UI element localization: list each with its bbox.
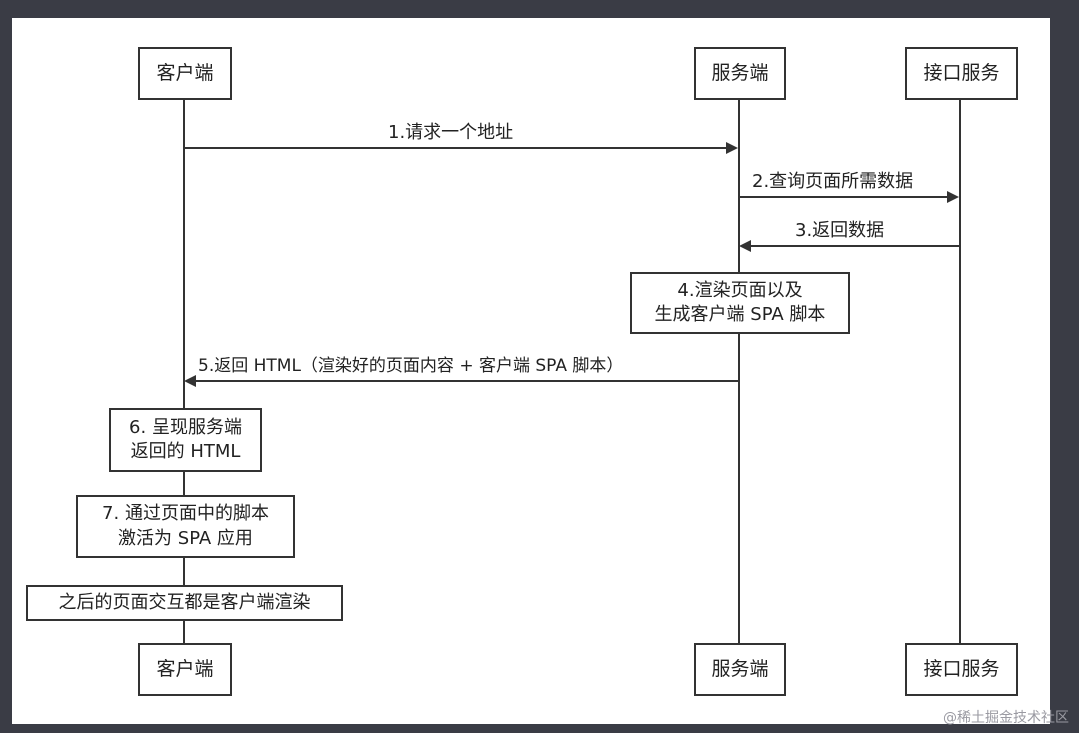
note-render-page-line2: 生成客户端 SPA 脚本 (654, 304, 826, 325)
message-5-label: 5.返回 HTML（渲染好的页面内容 + 客户端 SPA 脚本） (198, 356, 624, 376)
client-participant-bottom: 客户端 (138, 643, 232, 696)
message-1-arrowhead (726, 142, 738, 154)
server-participant-bottom: 服务端 (694, 643, 786, 696)
server-lifeline (738, 100, 740, 666)
watermark: @稀土掘金技术社区 (943, 710, 1069, 726)
message-3-line (750, 245, 960, 247)
server-participant-bottom-label: 服务端 (711, 657, 769, 680)
api-participant-top: 接口服务 (905, 47, 1018, 100)
note-present-html-line2: 返回的 HTML (130, 441, 241, 462)
message-5-arrowhead (184, 375, 196, 387)
note-activate-spa-line2: 激活为 SPA 应用 (118, 527, 253, 549)
message-2-arrowhead (947, 191, 959, 203)
note-present-html-line1: 6. 呈现服务端 (129, 416, 242, 438)
note-activate-spa-line1: 7. 通过页面中的脚本 (102, 503, 269, 525)
api-participant-bottom-label: 接口服务 (923, 657, 1000, 680)
api-participant-bottom: 接口服务 (905, 643, 1018, 696)
sequence-diagram: 客户端 服务端 接口服务 1.请求一个地址 2.查询页面所需数据 3.返回数据 … (12, 18, 1050, 724)
message-5-line (195, 380, 739, 382)
server-participant-label: 服务端 (711, 61, 769, 84)
client-participant-bottom-label: 客户端 (156, 657, 214, 680)
note-render-page-line1: 4.渲染页面以及 (677, 279, 803, 301)
message-1-label: 1.请求一个地址 (388, 122, 514, 143)
message-2-line (739, 196, 949, 198)
message-3-label: 3.返回数据 (795, 220, 885, 241)
message-2-label: 2.查询页面所需数据 (752, 171, 914, 192)
note-activate-spa: 7. 通过页面中的脚本 激活为 SPA 应用 (76, 495, 295, 558)
api-participant-label: 接口服务 (923, 61, 1000, 84)
note-present-html: 6. 呈现服务端 返回的 HTML (109, 408, 262, 472)
client-participant-label: 客户端 (156, 61, 214, 84)
note-client-rendering: 之后的页面交互都是客户端渲染 (26, 585, 343, 621)
client-participant-top: 客户端 (138, 47, 232, 100)
message-1-line (184, 147, 728, 149)
server-participant-top: 服务端 (694, 47, 786, 100)
note-client-rendering-label: 之后的页面交互都是客户端渲染 (58, 591, 311, 613)
note-render-page: 4.渲染页面以及 生成客户端 SPA 脚本 (630, 272, 850, 334)
api-lifeline (959, 100, 961, 666)
message-3-arrowhead (739, 240, 751, 252)
